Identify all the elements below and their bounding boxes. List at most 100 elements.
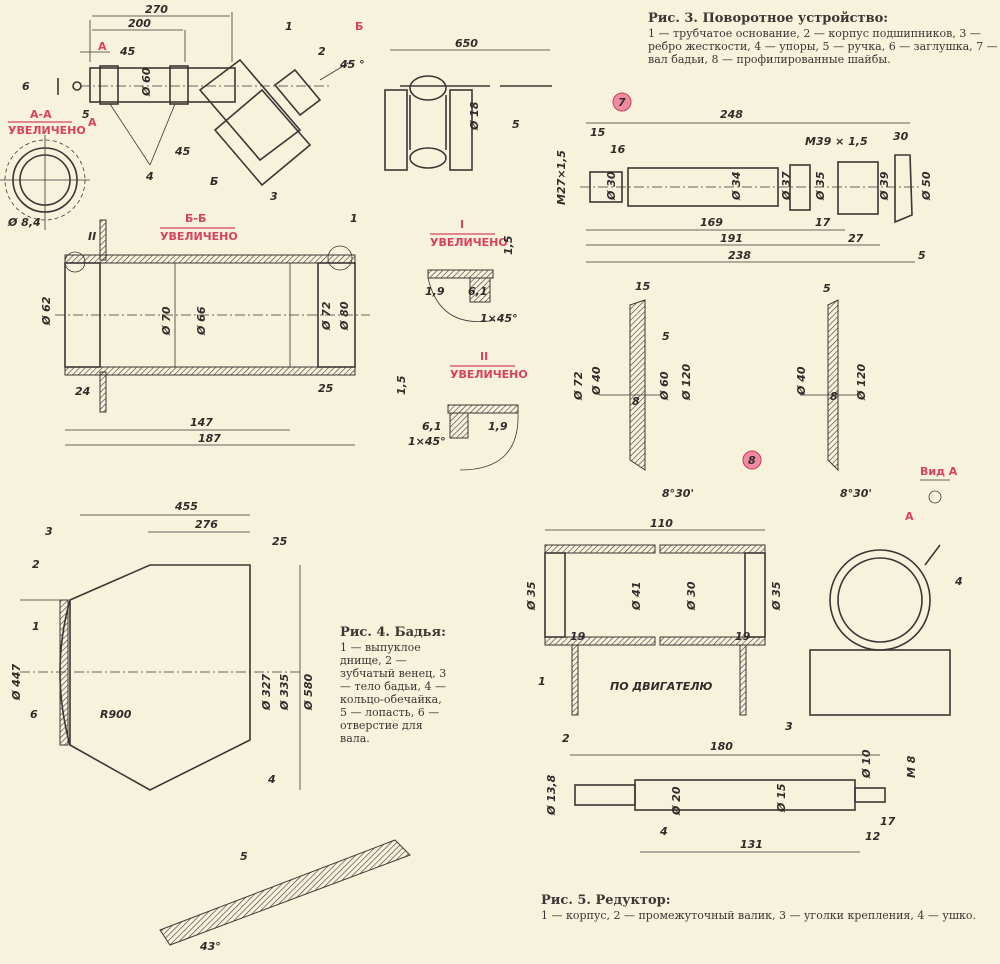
dim-1-9-a: 1,9 [425, 285, 445, 298]
callout-II-tube: II [88, 230, 96, 243]
dim-d39: Ø 39 [878, 171, 891, 201]
callout-5-side: 5 [512, 118, 520, 131]
callout-4: 4 [145, 170, 154, 183]
dim-25: 25 [318, 382, 334, 395]
dim-r-19b: 19 [735, 630, 751, 643]
dim-w-angle: 8°30' [662, 487, 694, 500]
dim-m39: M39 × 1,5 [805, 135, 868, 148]
dim-17-reducer: 17 [880, 815, 896, 828]
dim-r900: R900 [100, 708, 132, 721]
dim-w8: 8 [632, 395, 640, 408]
dim-270: 270 [145, 3, 168, 16]
dim-w-d40b: Ø 40 [795, 366, 808, 396]
dim-1-9-b: 1,9 [488, 420, 508, 433]
dim-d50: Ø 50 [920, 171, 933, 201]
callout-6: 6 [22, 80, 30, 93]
dim-d34: Ø 34 [730, 172, 743, 202]
callout-2: 2 [318, 45, 326, 58]
fig4-caption: Рис. 4. Бадья: 1 — выпуклое днище, 2 — з… [340, 626, 450, 745]
dim-110: 110 [650, 517, 673, 530]
callout-4-bucket: 4 [267, 773, 276, 786]
dim-d335: Ø 335 [278, 674, 291, 711]
dim-1-5-b: 1,5 [395, 375, 408, 395]
dim-w-d60: Ø 60 [658, 371, 671, 401]
section-mark-b: Б [355, 20, 363, 33]
dim-chamfer-b: 1×45° [408, 435, 446, 448]
dim-angle-30: 30 [893, 130, 909, 143]
callout-2-reducer: 2 [562, 732, 570, 745]
marker-7 [612, 92, 632, 112]
dim-24: 24 [75, 385, 90, 398]
washer-right [800, 299, 860, 472]
fig3-title: Рис. 3. Поворотное устройство: [648, 11, 889, 26]
section-mark-b2: Б [210, 175, 218, 188]
label-to-motor: ПО ДВИГАТЕЛЮ [610, 680, 712, 693]
dim-w-d72: Ø 72 [572, 371, 585, 401]
dim-r-d35b: Ø 35 [770, 581, 783, 611]
callout-3-reducer: 3 [785, 720, 793, 733]
section-aa-enlarged: УВЕЛИЧЕНО [8, 124, 86, 137]
dim-d20: Ø 20 [670, 786, 683, 816]
dim-r-d41: Ø 41 [630, 582, 643, 612]
dim-d60: Ø 60 [140, 67, 153, 97]
dim-238: 238 [728, 249, 751, 262]
fig5-caption: Рис. 5. Редуктор: 1 — корпус, 2 — промеж… [541, 894, 996, 922]
dim-d13-8: Ø 13,8 [545, 774, 558, 816]
dim-d37: Ø 37 [780, 171, 793, 201]
dim-180: 180 [710, 740, 733, 753]
dim-d30: Ø 30 [605, 171, 618, 201]
callout-2-bucket: 2 [32, 558, 40, 571]
rotary-device-side-view [384, 49, 552, 171]
dim-276: 276 [195, 518, 218, 531]
dim-w-d40: Ø 40 [590, 366, 603, 396]
dim-w5b: 5 [823, 282, 831, 295]
detail-ii-title: II [480, 350, 488, 363]
dim-w-angle-b: 8°30' [840, 487, 872, 500]
dim-w-d120: Ø 120 [680, 364, 693, 401]
callout-3-bucket: 3 [45, 525, 53, 538]
dim-d80: Ø 80 [338, 301, 351, 331]
dim-15: 15 [590, 126, 606, 139]
fig5-legend: 1 — корпус, 2 — промежуточный валик, 3 —… [541, 909, 977, 922]
washer-left [600, 299, 660, 471]
dim-5: 5 [918, 249, 926, 262]
dim-d35: Ø 35 [814, 171, 827, 201]
dim-25-bucket: 25 [272, 535, 288, 548]
dim-147: 147 [190, 416, 213, 429]
section-mark-a: А [98, 40, 107, 53]
dim-169: 169 [700, 216, 723, 229]
dim-d447: Ø 447 [10, 664, 23, 701]
dim-12: 12 [865, 830, 881, 843]
callout-1: 1 [285, 20, 293, 33]
fig5-title: Рис. 5. Редуктор: [541, 893, 671, 908]
dim-187: 187 [198, 432, 221, 445]
shaft-7 [580, 122, 920, 263]
section-aa-title: А-А [30, 108, 52, 121]
marker-8-label: 8 [748, 454, 756, 467]
marker-8 [742, 450, 762, 470]
dim-6-1-b: 6,1 [422, 420, 442, 433]
callout-5: 5 [82, 108, 90, 121]
dim-455: 455 [174, 500, 198, 513]
dim-d72: Ø 72 [320, 301, 333, 331]
dim-d580: Ø 580 [302, 674, 315, 711]
dim-d70: Ø 70 [160, 306, 173, 336]
callout-4-reducer: 4 [954, 575, 963, 588]
fig4-legend: 1 — выпуклое днище, 2 — зубчатый венец, … [340, 641, 447, 745]
detail-ii [447, 404, 519, 471]
section-aa-ring [0, 135, 90, 230]
dim-650: 650 [455, 37, 478, 50]
dim-191: 191 [720, 232, 743, 245]
tube-section-bb [55, 219, 370, 446]
dim-d18: Ø 18 [468, 101, 481, 131]
dim-17: 17 [815, 216, 831, 229]
dim-r-19: 19 [570, 630, 586, 643]
dim-d66: Ø 66 [195, 306, 208, 336]
dim-27: 27 [848, 232, 864, 245]
dim-131: 131 [740, 838, 763, 851]
bucket-drawing [20, 514, 411, 946]
dim-16: 16 [610, 143, 626, 156]
callout-1-tube: 1 [350, 212, 358, 225]
